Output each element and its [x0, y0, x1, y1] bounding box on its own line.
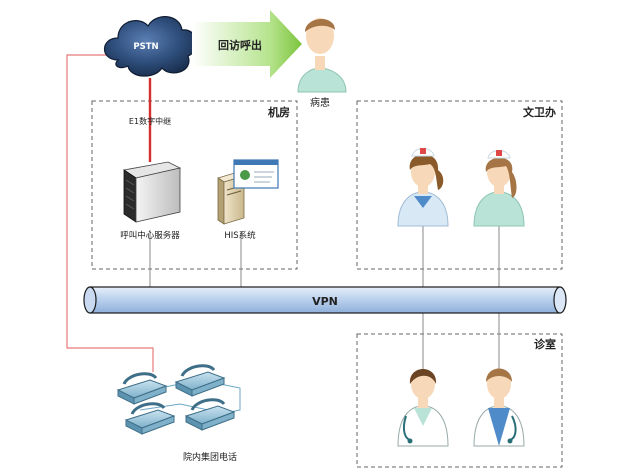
his-system-label: HIS系统 [224, 230, 256, 241]
phone-icon [184, 398, 236, 431]
pstn-phone-link [66, 54, 154, 372]
zone-clinic-label: 诊室 [534, 337, 556, 351]
his-computer-icon [217, 159, 279, 225]
zone-machine-room: 机房 [91, 100, 298, 270]
server-icon [122, 161, 182, 223]
call-center-server-label: 呼叫中心服务器 [120, 230, 180, 241]
patient-icon [297, 18, 347, 93]
phone-icon [124, 402, 176, 435]
e1-relay-label: E1数字中继 [129, 116, 171, 126]
zone-health-office: 文卫办 [356, 100, 563, 270]
doctor-icon [397, 369, 449, 447]
pstn-cloud-icon: PSTN [103, 16, 198, 77]
zone-clinic: 诊室 [356, 333, 563, 468]
vpn-label: VPN [312, 295, 338, 308]
phone-icon [174, 364, 226, 397]
connection-lines [66, 54, 500, 372]
doctor-icon-2 [473, 368, 525, 447]
hospital-phones-label: 院内集团电话 [183, 451, 237, 463]
pstn-label: PSTN [133, 42, 158, 52]
nurse-icon [397, 148, 449, 227]
patient-label: 病患 [310, 96, 330, 109]
vpn-backbone: VPN [83, 286, 567, 314]
nurse-icon-2 [473, 150, 525, 227]
callback-arrow: 回访呼出 [192, 10, 302, 78]
zone-health-office-label: 文卫办 [523, 105, 556, 119]
phone-icon [116, 372, 168, 405]
callback-label: 回访呼出 [218, 38, 262, 52]
hospital-phones-icon [116, 364, 241, 435]
zone-machine-room-label: 机房 [268, 105, 290, 119]
